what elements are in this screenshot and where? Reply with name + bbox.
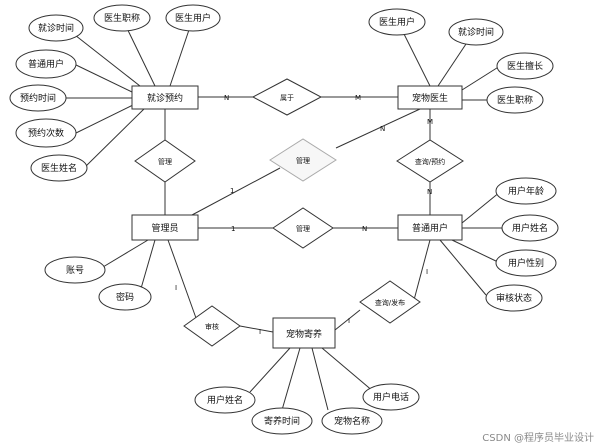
attr-doctor-specialty: 医生擅长 xyxy=(507,60,543,72)
attr-doctor-user: 医生用户 xyxy=(379,16,415,28)
entity-pet-foster: 宠物寄养 xyxy=(272,317,336,349)
attr-foster-pet-name: 宠物名称 xyxy=(334,415,370,427)
card-i-user: I xyxy=(426,268,428,276)
relation-query-book: 查询/预约 xyxy=(396,139,464,183)
relation-label: 查询/预约 xyxy=(415,157,445,166)
relation-control-faded: 管理 xyxy=(269,138,337,182)
card-m-doctor: M xyxy=(355,94,361,102)
entity-label: 管理员 xyxy=(151,222,178,234)
attr-foster-user-phone: 用户电话 xyxy=(373,391,409,403)
attr-foster-user-name: 用户姓名 xyxy=(207,394,243,406)
relation-manage-user: 管理 xyxy=(272,207,334,249)
relation-label: 管理 xyxy=(158,157,172,166)
attr-booking-visit-time: 就诊时间 xyxy=(38,22,74,34)
entity-label: 普通用户 xyxy=(412,222,448,234)
watermark-text: CSDN @程序员毕业设计 xyxy=(482,431,594,444)
relation-label: 管理 xyxy=(296,224,310,233)
entity-pet-doctor: 宠物医生 xyxy=(397,85,463,110)
card-i-foster: I xyxy=(259,328,261,336)
attr-booking-doctor-name: 医生姓名 xyxy=(41,162,77,174)
cardinality-labels: N M 1 N M N 1 N I I I I xyxy=(175,94,433,336)
entity-label: 宠物寄养 xyxy=(286,328,322,340)
attr-foster-time: 寄养时间 xyxy=(264,415,300,427)
attr-booking-time: 预约时间 xyxy=(20,92,56,104)
card-one-manage: 1 xyxy=(231,225,235,233)
relation-label: 管理 xyxy=(296,156,310,165)
relation-label: 属于 xyxy=(280,94,294,102)
attr-user-review-status: 审核状态 xyxy=(496,292,532,304)
attr-booking-doctor-user: 医生用户 xyxy=(175,12,211,24)
attr-booking-count: 预约次数 xyxy=(28,127,64,139)
attribute-labels: 就诊时间 医生职称 医生用户 普通用户 预约时间 预约次数 医生姓名 医生用户 … xyxy=(20,12,548,427)
attr-admin-password: 密码 xyxy=(116,291,134,303)
connectors xyxy=(65,17,502,411)
entity-visit-booking: 就诊预约 xyxy=(131,85,199,110)
relation-belongs: 属于 xyxy=(251,78,323,116)
attr-user-age: 用户年龄 xyxy=(508,185,544,197)
entity-label: 宠物医生 xyxy=(412,92,448,104)
entity-admin: 管理员 xyxy=(131,214,199,241)
entity-label: 就诊预约 xyxy=(147,92,183,104)
relation-query-publish: 查询/发布 xyxy=(359,280,421,324)
card-i-publish: I xyxy=(348,317,350,325)
attr-doctor-title: 医生职称 xyxy=(497,94,533,106)
card-n-control: N xyxy=(380,125,385,133)
card-m-query: M xyxy=(427,118,433,126)
attr-booking-doctor-title: 医生职称 xyxy=(104,12,140,24)
card-i-review: I xyxy=(175,284,177,292)
card-n-manage: N xyxy=(362,225,367,233)
relation-label: 查询/发布 xyxy=(375,298,405,307)
relation-review: 审核 xyxy=(183,305,241,347)
card-n-query: N xyxy=(427,188,432,196)
attr-booking-normal-user: 普通用户 xyxy=(28,58,64,70)
entity-normal-user: 普通用户 xyxy=(397,214,463,241)
attr-user-name: 用户姓名 xyxy=(512,222,548,234)
attribute-shapes xyxy=(9,4,559,435)
card-one-control: 1 xyxy=(230,187,234,195)
relation-manage: 管理 xyxy=(134,139,196,183)
attr-doctor-visit-time: 就诊时间 xyxy=(458,26,494,38)
attr-admin-account: 账号 xyxy=(66,265,84,276)
relation-label: 审核 xyxy=(205,322,219,331)
card-n-booking: N xyxy=(224,94,229,102)
attr-user-gender: 用户性别 xyxy=(508,257,544,269)
